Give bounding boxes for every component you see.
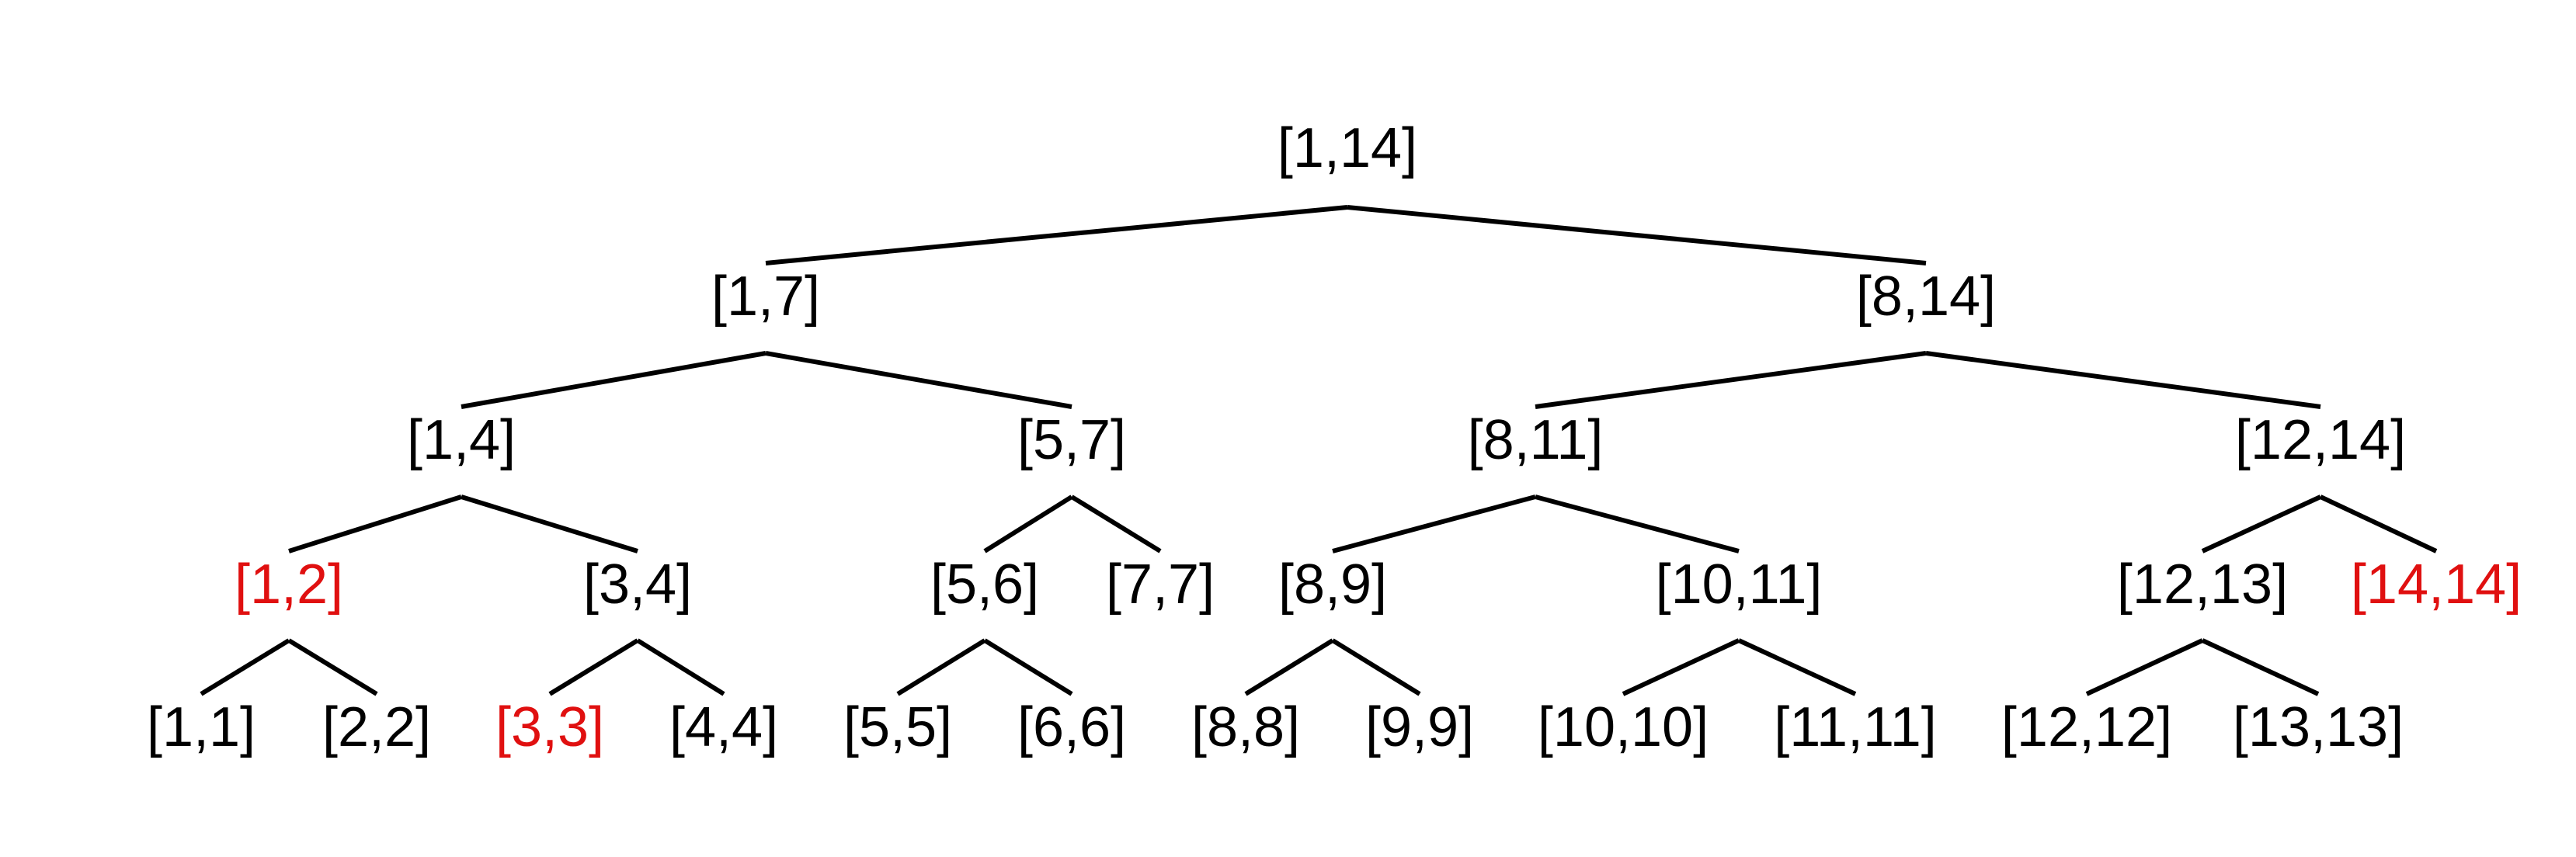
tree-edge-5-7-to-7-7 <box>1070 494 1162 553</box>
node-label-14-14: [14,14] <box>2351 553 2522 616</box>
node-label-6-6: [6,6] <box>1017 696 1126 758</box>
tree-edge-5-7-to-5-6 <box>983 494 1073 553</box>
tree-edge-1-14-to-1-7 <box>765 205 1348 265</box>
tree-edge-5-6-to-6-6 <box>983 638 1073 696</box>
tree-edge-1-14-to-8-14 <box>1347 205 1927 265</box>
tree-edge-8-9-to-8-8 <box>1244 638 1334 696</box>
tree-edge-3-4-to-4-4 <box>636 638 725 696</box>
node-label-2-2: [2,2] <box>322 696 431 758</box>
tree-edge-1-4-to-3-4 <box>461 494 638 553</box>
tree-edge-12-13-to-13-13 <box>2201 638 2320 696</box>
node-label-7-7: [7,7] <box>1106 553 1215 616</box>
tree-node-labels: [1,14] [1,7] [8,14] [1,4] [5,7] [8,11] [12,14]… <box>147 117 2522 758</box>
node-label-10-10: [10,10] <box>1538 696 1709 758</box>
node-label-12-12: [12,12] <box>2001 696 2172 758</box>
tree-edge-8-14-to-8-11 <box>1535 351 1927 409</box>
tree-edge-8-9-to-9-9 <box>1331 638 1421 696</box>
node-label-1-7: [1,7] <box>711 265 820 328</box>
node-label-13-13: [13,13] <box>2233 696 2404 758</box>
tree-edges <box>200 205 2438 696</box>
node-label-1-2: [1,2] <box>235 553 343 616</box>
node-label-8-9: [8,9] <box>1278 553 1387 616</box>
tree-edge-1-7-to-1-4 <box>461 351 767 409</box>
tree-edge-12-14-to-12-13 <box>2201 494 2322 553</box>
tree-edge-3-4-to-3-3 <box>548 638 639 696</box>
tree-edge-12-13-to-12-12 <box>2085 638 2204 696</box>
node-label-1-1: [1,1] <box>147 696 256 758</box>
node-label-8-8: [8,8] <box>1191 696 1300 758</box>
tree-edge-8-11-to-10-11 <box>1535 494 1740 553</box>
node-label-8-14: [8,14] <box>1856 265 1996 328</box>
tree-edge-10-11-to-11-11 <box>1737 638 1857 696</box>
tree-edge-1-2-to-1-1 <box>200 638 290 696</box>
tree-edge-8-14-to-12-14 <box>1925 351 2321 409</box>
node-label-1-14: [1,14] <box>1278 117 1417 179</box>
node-label-11-11: [11,11] <box>1774 696 1937 758</box>
node-label-1-4: [1,4] <box>407 409 516 471</box>
tree-edge-5-6-to-5-5 <box>896 638 986 696</box>
node-label-5-7: [5,7] <box>1017 409 1126 471</box>
tree-edge-1-7-to-5-7 <box>765 351 1072 409</box>
tree-edge-1-2-to-2-2 <box>287 638 378 696</box>
tree-edge-10-11-to-10-10 <box>1622 638 1740 696</box>
node-label-5-5: [5,5] <box>843 696 952 758</box>
node-label-9-9: [9,9] <box>1365 696 1474 758</box>
node-label-12-13: [12,13] <box>2117 553 2288 616</box>
node-label-10-11: [10,11] <box>1656 553 1823 616</box>
node-label-5-6: [5,6] <box>930 553 1039 616</box>
node-label-3-3: [3,3] <box>495 696 604 758</box>
node-label-12-14: [12,14] <box>2235 409 2406 471</box>
node-label-8-11: [8,11] <box>1468 409 1604 471</box>
tree-edge-12-14-to-14-14 <box>2319 494 2438 553</box>
node-label-3-4: [3,4] <box>583 553 692 616</box>
tree-edge-1-4-to-1-2 <box>288 494 462 553</box>
node-label-4-4: [4,4] <box>669 696 778 758</box>
tree-edge-8-11-to-8-9 <box>1332 494 1536 553</box>
